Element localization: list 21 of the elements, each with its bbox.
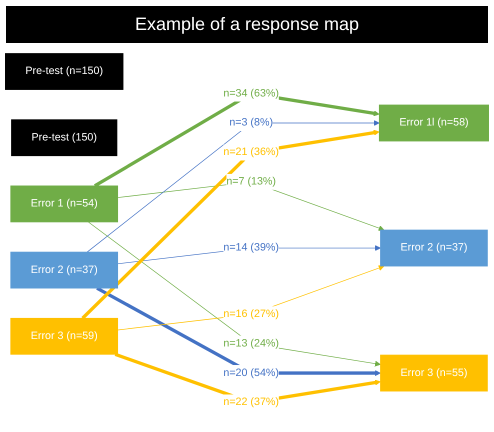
node-box: Error 2 (n=37) — [380, 230, 488, 266]
edge-label: n=3 (8%) — [229, 116, 274, 128]
node-box: Error 2 (n=37) — [10, 252, 118, 288]
arrow — [96, 286, 381, 376]
arrow — [86, 120, 380, 252]
edge-label: n=20 (54%) — [223, 367, 279, 378]
node-box: Error 1 (n=54) — [10, 186, 118, 222]
edge-label: n=21 (36%) — [223, 146, 279, 158]
node-box: Error 3 (n=59) — [10, 318, 118, 355]
arrow — [117, 265, 384, 330]
edge-label: n=22 (37%) — [223, 396, 279, 408]
edge-label: n=34 (63%) — [223, 88, 279, 99]
node-box: Error 3 (n=55) — [380, 354, 488, 392]
node-box: Pre-test (150) — [11, 119, 118, 156]
title-banner: Example of a response map — [6, 6, 488, 43]
node-box: Error 1l (n=58) — [378, 104, 489, 142]
edge-label: n=13 (24%) — [223, 338, 279, 350]
edge-label: n=7 (13%) — [226, 176, 276, 188]
node-box: Pre-test (n=150) — [5, 53, 124, 90]
edge-label: n=16 (27%) — [223, 308, 279, 320]
edge-label: n=14 (39%) — [223, 242, 279, 254]
